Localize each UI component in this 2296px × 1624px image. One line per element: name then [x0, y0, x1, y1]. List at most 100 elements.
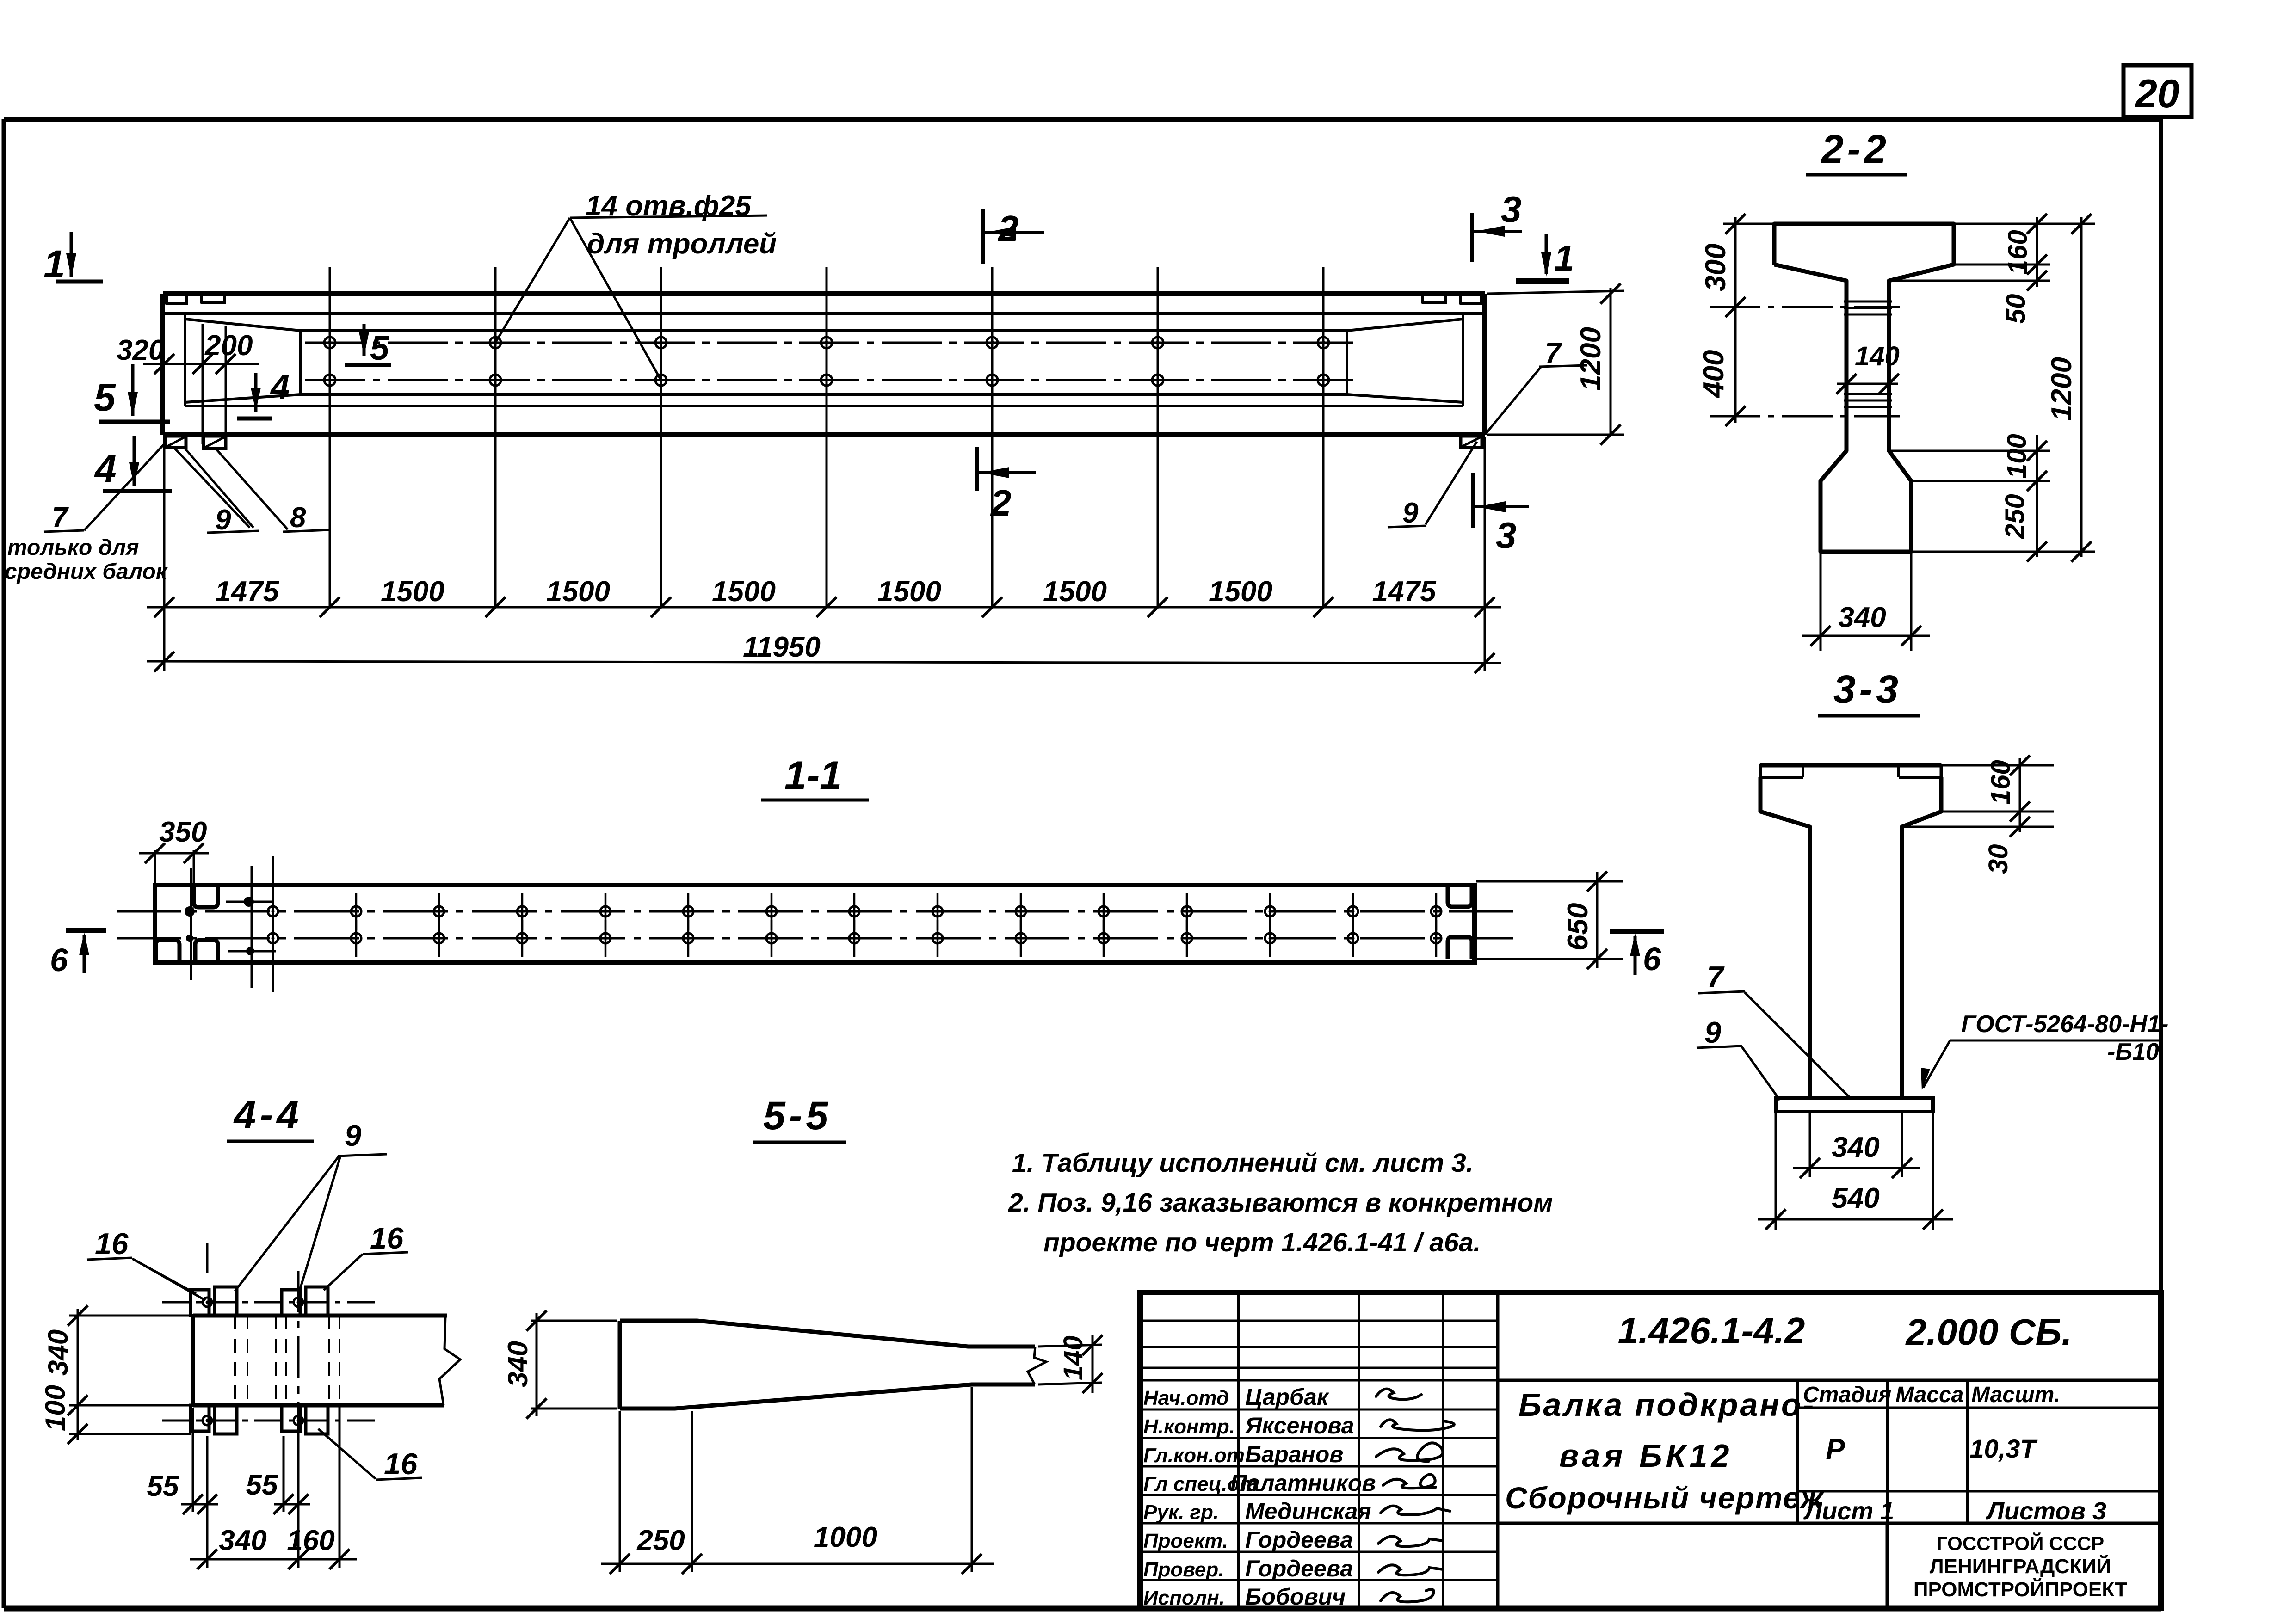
svg-text:1.426.1-4.2: 1.426.1-4.2 — [1618, 1310, 1805, 1351]
svg-text:Масса: Масса — [1895, 1383, 1963, 1407]
svg-text:1500: 1500 — [712, 576, 776, 608]
svg-text:Царбак: Царбак — [1245, 1384, 1330, 1410]
svg-text:9: 9 — [1402, 497, 1419, 529]
svg-text:50: 50 — [2001, 294, 2031, 324]
svg-text:340: 340 — [43, 1329, 74, 1376]
svg-text:6: 6 — [50, 942, 68, 978]
svg-text:16: 16 — [95, 1227, 129, 1261]
svg-text:1500: 1500 — [546, 576, 610, 608]
svg-text:3: 3 — [1496, 515, 1517, 556]
svg-text:16: 16 — [384, 1447, 418, 1481]
svg-text:Масшт.: Масшт. — [1971, 1383, 2060, 1407]
svg-text:Палатников: Палатников — [1230, 1470, 1376, 1496]
svg-text:Мединская: Мединская — [1245, 1498, 1371, 1524]
svg-text:Р: Р — [1826, 1433, 1845, 1465]
svg-text:400: 400 — [1698, 350, 1730, 399]
svg-text:250: 250 — [636, 1525, 685, 1556]
svg-text:7: 7 — [1707, 960, 1725, 994]
svg-text:340: 340 — [219, 1525, 266, 1556]
svg-text:Провер.: Провер. — [1143, 1558, 1224, 1581]
svg-text:1-1: 1-1 — [784, 753, 842, 798]
svg-text:540: 540 — [1832, 1182, 1879, 1214]
svg-text:7: 7 — [52, 502, 69, 534]
svg-text:Балка подкрано-: Балка подкрано- — [1518, 1387, 1815, 1423]
svg-text:16: 16 — [370, 1221, 404, 1255]
svg-text:1200: 1200 — [1575, 327, 1607, 391]
svg-text:30: 30 — [1983, 844, 2013, 874]
svg-text:2-2: 2-2 — [1821, 127, 1890, 172]
svg-text:4: 4 — [270, 368, 290, 406]
svg-text:1. Таблицу исполнений см. лис: 1. Таблицу исполнений см. лист 3. — [1012, 1148, 1474, 1178]
svg-text:650: 650 — [1562, 903, 1594, 951]
svg-text:340: 340 — [1838, 602, 1886, 634]
svg-text:Бобович: Бобович — [1245, 1584, 1346, 1610]
svg-text:3: 3 — [1501, 189, 1522, 230]
svg-text:Сборочный чертеж: Сборочный чертеж — [1505, 1481, 1825, 1515]
svg-text:1475: 1475 — [1372, 576, 1437, 608]
svg-text:Яксенова: Яксенова — [1244, 1413, 1354, 1439]
svg-text:Исполн.: Исполн. — [1143, 1587, 1225, 1609]
svg-text:5: 5 — [94, 375, 116, 419]
svg-text:55: 55 — [246, 1469, 278, 1501]
svg-text:вая БК12: вая БК12 — [1559, 1438, 1733, 1474]
svg-text:Гордеева: Гордеева — [1245, 1556, 1353, 1581]
svg-text:6: 6 — [1643, 941, 1661, 977]
svg-text:Нач.отд: Нач.отд — [1143, 1387, 1229, 1409]
svg-text:Стадия: Стадия — [1803, 1383, 1891, 1407]
svg-text:Рук. гр.: Рук. гр. — [1143, 1501, 1219, 1524]
svg-text:55: 55 — [147, 1470, 179, 1502]
svg-text:3-3: 3-3 — [1833, 667, 1902, 712]
svg-text:160: 160 — [287, 1525, 334, 1556]
svg-text:9: 9 — [215, 504, 231, 536]
svg-text:-Б10: -Б10 — [2107, 1039, 2159, 1065]
svg-text:средних балок: средних балок — [5, 560, 168, 584]
svg-text:1500: 1500 — [1209, 576, 1272, 608]
svg-text:300: 300 — [1700, 244, 1732, 291]
svg-text:140: 140 — [1855, 341, 1900, 371]
svg-text:ГОСТ-5264-80-Н1-: ГОСТ-5264-80-Н1- — [1961, 1011, 2168, 1038]
svg-text:320: 320 — [117, 334, 164, 366]
svg-text:5-5: 5-5 — [763, 1094, 832, 1138]
svg-text:10,3Т: 10,3Т — [1969, 1434, 2038, 1463]
svg-text:250: 250 — [2000, 494, 2030, 539]
svg-text:1200: 1200 — [2046, 357, 2078, 421]
svg-text:9: 9 — [1704, 1015, 1721, 1049]
svg-text:1500: 1500 — [1043, 576, 1107, 608]
svg-text:Баранов: Баранов — [1245, 1441, 1344, 1467]
svg-text:Гл спец.от: Гл спец.от — [1143, 1473, 1258, 1495]
svg-text:2: 2 — [990, 482, 1012, 523]
svg-text:Гордеева: Гордеева — [1245, 1527, 1353, 1553]
svg-text:5: 5 — [370, 329, 390, 367]
svg-text:340: 340 — [1832, 1132, 1879, 1163]
svg-text:Гл.кон.от: Гл.кон.от — [1143, 1444, 1245, 1467]
svg-text:Листов 3: Листов 3 — [1985, 1497, 2106, 1525]
svg-text:2. Поз. 9,16 заказываются в ко: 2. Поз. 9,16 заказываются в конкретном — [1008, 1188, 1553, 1218]
svg-text:2.000 СБ.: 2.000 СБ. — [1905, 1311, 2072, 1353]
svg-text:ЛЕНИНГРАДСКИЙ: ЛЕНИНГРАДСКИЙ — [1930, 1554, 2111, 1578]
svg-text:7: 7 — [1545, 338, 1562, 369]
svg-text:проекте по черт 1.426.1-41 / а: проекте по черт 1.426.1-41 / а6а. — [1043, 1228, 1481, 1257]
svg-text:Н.контр.: Н.контр. — [1143, 1415, 1235, 1438]
svg-text:для троллей: для троллей — [587, 228, 777, 260]
svg-text:1: 1 — [1554, 238, 1574, 278]
svg-text:9: 9 — [345, 1119, 361, 1152]
svg-text:20: 20 — [2134, 72, 2179, 116]
svg-text:200: 200 — [204, 330, 253, 362]
svg-text:1500: 1500 — [381, 576, 444, 608]
svg-text:1500: 1500 — [877, 576, 941, 608]
svg-text:100: 100 — [40, 1385, 71, 1431]
svg-text:ГОССТРОЙ СССР: ГОССТРОЙ СССР — [1937, 1532, 2104, 1554]
svg-text:11950: 11950 — [743, 631, 821, 663]
svg-text:только для: только для — [7, 535, 139, 560]
svg-text:1000: 1000 — [814, 1521, 877, 1553]
svg-text:Проект.: Проект. — [1143, 1530, 1228, 1552]
svg-text:4-4: 4-4 — [233, 1093, 302, 1137]
svg-text:1475: 1475 — [215, 576, 279, 608]
svg-text:ПРОМСТРОЙПРОЕКТ: ПРОМСТРОЙПРОЕКТ — [1913, 1577, 2127, 1601]
svg-text:100: 100 — [2002, 434, 2032, 479]
svg-text:140: 140 — [1058, 1335, 1088, 1380]
svg-text:2: 2 — [997, 208, 1019, 249]
svg-text:350: 350 — [159, 816, 207, 848]
svg-text:Лист 1: Лист 1 — [1803, 1497, 1894, 1525]
svg-text:1: 1 — [43, 242, 65, 286]
